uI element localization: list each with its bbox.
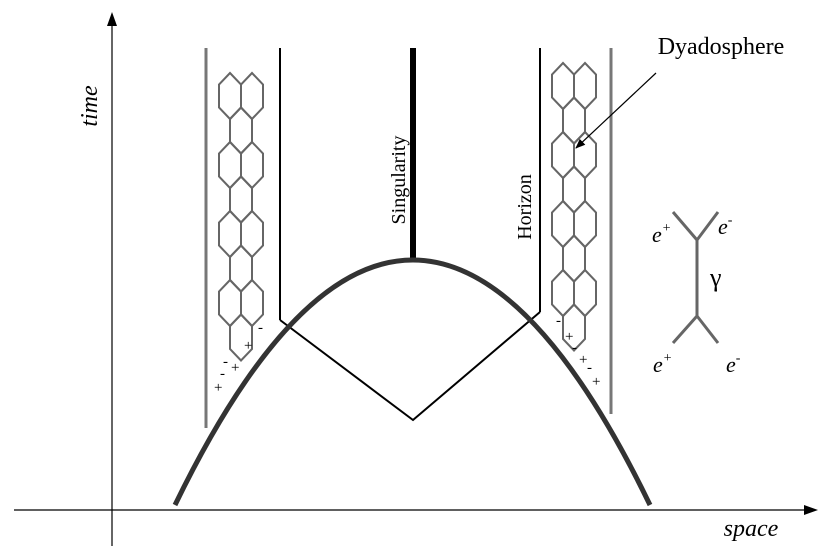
light-cone — [279, 311, 541, 422]
hexagon-cell — [562, 303, 586, 352]
positron-top-label: e+ — [652, 221, 671, 247]
charge-minus: - — [572, 340, 577, 356]
left-charges: - + - + - + — [214, 320, 263, 396]
charge-minus: - — [223, 354, 228, 370]
dyadosphere-label: Dyadosphere — [658, 34, 785, 60]
charge-minus: - — [258, 320, 263, 336]
right-charges: - + - + - + — [556, 313, 600, 390]
vertex-line — [671, 315, 699, 344]
y-axis-label: time — [77, 85, 103, 127]
vertex-line — [671, 211, 699, 241]
singularity-label: Singularity — [388, 136, 410, 225]
right-hexagon-column — [551, 61, 597, 352]
charge-plus: + — [244, 338, 252, 354]
x-axis-arrow-icon — [804, 505, 818, 515]
charge-plus: + — [579, 352, 587, 368]
charge-minus: - — [587, 360, 592, 376]
vertex-line — [695, 315, 720, 344]
electron-top-label: e- — [718, 213, 733, 239]
charge-plus: + — [592, 374, 600, 390]
charge-minus: - — [220, 366, 225, 382]
vertex-line — [695, 211, 720, 241]
boundary-curve — [172, 257, 653, 507]
positron-bottom-label: e+ — [653, 351, 672, 377]
charge-plus: + — [214, 380, 222, 396]
gamma-label: γ — [709, 263, 722, 292]
feynman-diagram: γ e+ e- e+ e- — [652, 211, 741, 377]
horizon-label: Horizon — [514, 174, 536, 240]
x-axis-label: space — [724, 516, 779, 542]
dyadosphere-arrow — [575, 72, 657, 149]
electron-bottom-label: e- — [726, 351, 741, 377]
charge-plus: + — [565, 329, 573, 345]
hexagon-cell — [229, 313, 253, 362]
charge-minus: - — [556, 313, 561, 329]
y-axis-arrow-icon — [107, 12, 117, 26]
left-hexagon-column — [218, 71, 264, 362]
charge-plus: + — [231, 360, 239, 376]
